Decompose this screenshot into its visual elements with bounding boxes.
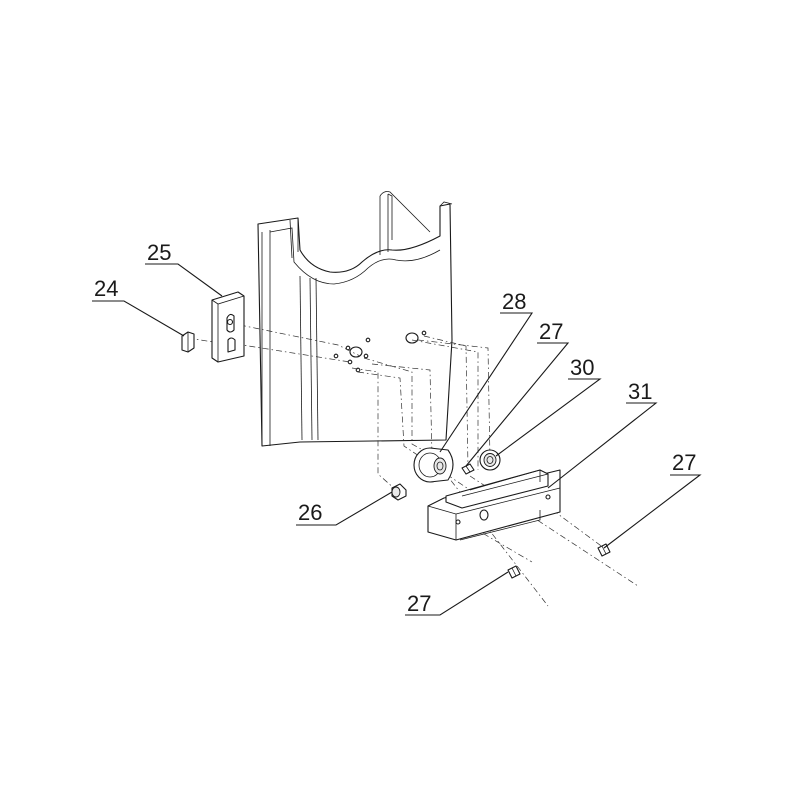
callout-27-right: 27 <box>672 450 696 475</box>
part-24-clip <box>181 331 195 353</box>
part-28-bushing <box>413 447 454 483</box>
part-30-nut <box>479 449 501 471</box>
callout-31: 31 <box>628 379 652 404</box>
callout-labels: 24 25 26 27 27 27 28 30 31 <box>94 240 696 616</box>
part-27-screw-right <box>597 543 611 557</box>
part-31-bracket <box>427 469 561 541</box>
leader-lines <box>92 263 702 616</box>
part-25-plate <box>211 291 245 363</box>
callout-28: 28 <box>502 289 526 314</box>
callout-30: 30 <box>570 355 594 380</box>
callout-27-lower: 27 <box>407 591 431 616</box>
part-27-screw-lower <box>507 565 521 579</box>
callout-24: 24 <box>94 276 118 301</box>
callout-25: 25 <box>147 240 171 265</box>
callout-27-upper: 27 <box>539 319 563 344</box>
part-27-bolt-upper <box>461 463 475 475</box>
channel-post <box>257 191 453 447</box>
callout-26: 26 <box>298 500 322 525</box>
part-26-screw <box>391 483 407 501</box>
